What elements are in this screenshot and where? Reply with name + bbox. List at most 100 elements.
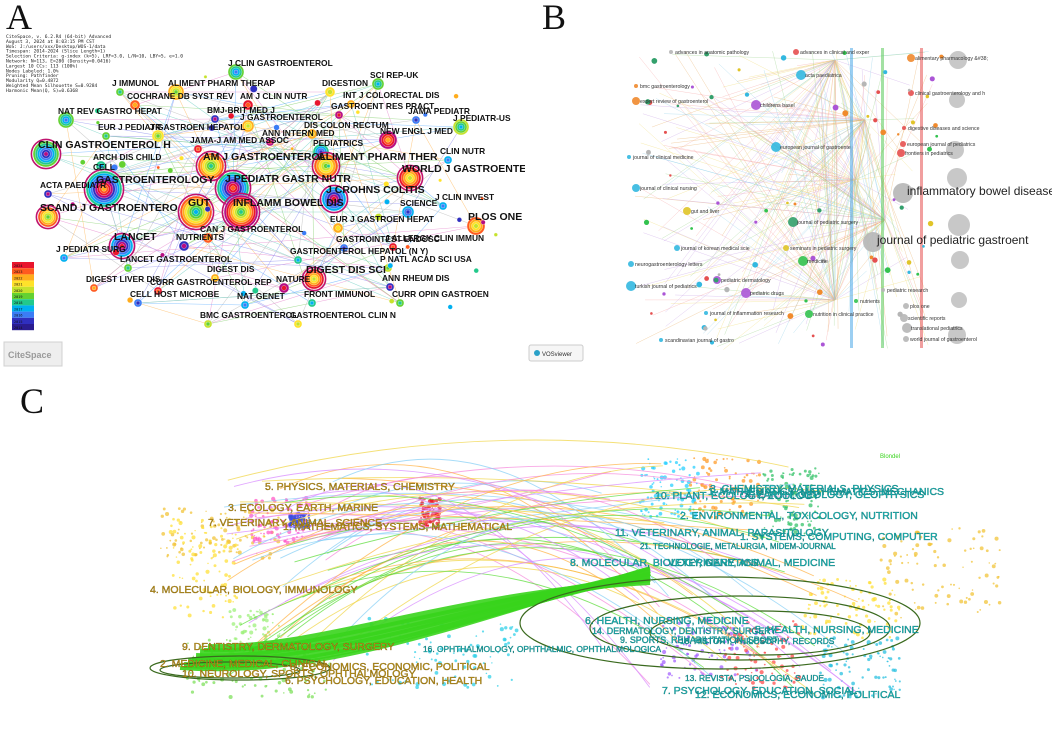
overlay-point — [901, 562, 903, 564]
overlay-point — [482, 630, 484, 632]
overlay-point — [272, 613, 274, 615]
overlay-point — [224, 513, 226, 515]
node-ring — [239, 210, 243, 214]
node-ring — [182, 244, 187, 249]
overlay-point — [213, 553, 217, 557]
overlay-point — [678, 464, 680, 466]
overlay-point — [916, 563, 918, 565]
overlay-point — [191, 533, 193, 535]
legend-year: 2023 — [14, 270, 22, 274]
overlay-point — [220, 544, 222, 546]
overlay-point — [767, 478, 769, 480]
overlay-point — [685, 484, 689, 488]
overlay-point — [267, 626, 269, 628]
journal-label: AM J GASTROENTEROL — [203, 151, 327, 163]
overlay-point — [817, 587, 820, 590]
overlay-point — [978, 530, 981, 533]
overlay-point — [707, 473, 710, 476]
overlay-point — [218, 551, 221, 554]
overlay-point — [226, 542, 229, 545]
overlay-point — [232, 608, 236, 612]
journal-label: CELL HOST MICROBE — [130, 289, 220, 299]
overlay-point — [970, 548, 972, 550]
overlay-point — [998, 601, 1001, 604]
journal-label: translational pediatrics — [911, 326, 963, 332]
journal-label: INT J COLORECTAL DIS — [343, 90, 440, 100]
overlay-point — [958, 527, 960, 529]
overlay-point — [808, 604, 810, 606]
overlay-point — [425, 637, 428, 640]
journal-label: pediatric drugs — [750, 291, 784, 297]
overlay-point — [806, 474, 809, 477]
node-ring — [328, 90, 333, 95]
overlay-point — [228, 575, 231, 578]
overlay-point — [677, 458, 679, 460]
overlay-point — [232, 537, 234, 539]
overlay-point — [500, 627, 504, 631]
vos-node-small — [650, 312, 653, 315]
overlay-point — [670, 484, 674, 488]
overlay-point — [889, 593, 892, 596]
vos-node-small — [876, 90, 880, 94]
journal-label: J GASTROEN HEPATOL — [150, 122, 245, 132]
vos-node-small — [880, 129, 886, 135]
overlay-point — [971, 561, 973, 563]
node-ring — [46, 215, 50, 219]
node-ring — [296, 258, 300, 262]
overlay-point — [821, 591, 825, 595]
overlay-point — [163, 508, 166, 511]
overlay-point — [791, 468, 794, 471]
overlay-point — [934, 594, 938, 598]
overlay-point — [782, 477, 784, 479]
overlay-point — [888, 685, 891, 688]
overlay-point — [895, 636, 899, 640]
overlay-point — [846, 661, 848, 663]
overlay-point — [235, 626, 238, 629]
journal-node-small — [474, 268, 479, 273]
node-ring — [459, 125, 463, 129]
overlay-point — [244, 684, 246, 686]
legend-year: 2014 — [14, 326, 22, 330]
overlay-point — [845, 580, 847, 582]
overlay-point — [263, 533, 265, 535]
overlay-point — [190, 564, 192, 566]
overlay-point — [828, 664, 832, 668]
overlay-point — [900, 555, 902, 557]
overlay-point — [212, 549, 215, 552]
overlay-point — [657, 478, 659, 480]
overlay-point — [247, 614, 250, 617]
overlay-point — [723, 649, 725, 651]
overlay-point — [894, 594, 896, 596]
journal-node-small — [454, 94, 459, 99]
vos-node — [632, 184, 640, 192]
overlay-point — [701, 465, 705, 469]
map-label: 4. EARTH, GEOLOGY, GEOPHYSICS — [745, 489, 924, 501]
map-label: 9. DENTISTRY, DERMATOLOGY, SURGERY — [182, 641, 394, 653]
overlay-point — [906, 554, 908, 556]
vos-node-small — [883, 70, 887, 74]
logo-text: VOSviewer — [542, 352, 572, 358]
overlay-point — [205, 538, 208, 541]
vos-node-small — [669, 174, 671, 176]
overlay-point — [662, 650, 666, 654]
overlay-point — [959, 600, 963, 604]
vos-node — [627, 155, 631, 159]
node-ring — [64, 118, 68, 122]
overlay-point — [994, 563, 996, 565]
overlay-point — [222, 616, 224, 618]
overlay-point — [934, 564, 937, 567]
overlay-point — [199, 551, 202, 554]
overlay-point — [877, 605, 880, 608]
overlay-point — [679, 468, 681, 470]
journal-node-small — [327, 164, 330, 167]
journal-label: NAT GENET — [237, 291, 286, 301]
overlay-point — [192, 546, 194, 548]
overlay-point — [261, 695, 264, 698]
overlay-point — [867, 658, 870, 661]
overlay-point — [849, 580, 851, 582]
node-ring — [156, 134, 160, 138]
journal-node — [294, 256, 302, 264]
journal-node-small — [438, 179, 441, 182]
overlay-point — [253, 614, 255, 616]
overlay-point — [266, 613, 268, 615]
